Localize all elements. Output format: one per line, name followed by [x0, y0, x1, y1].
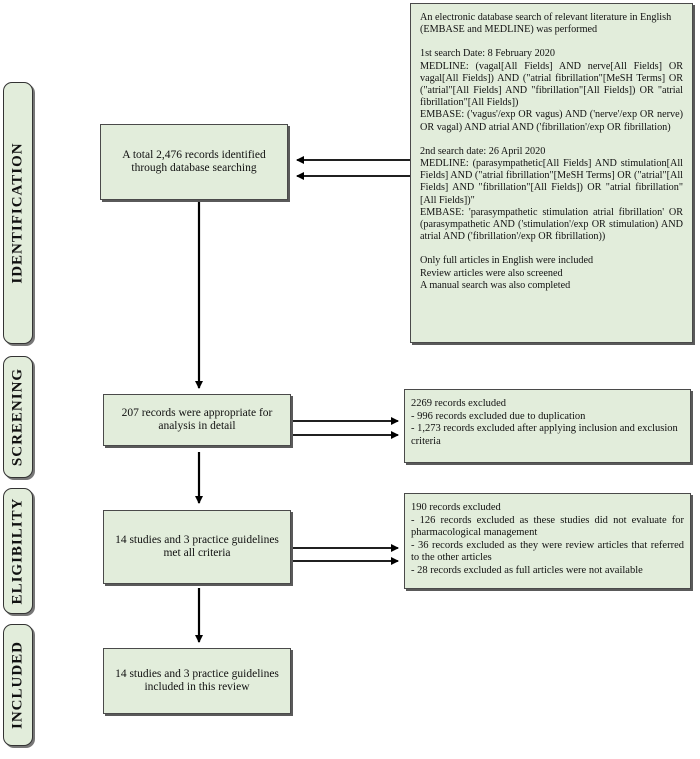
box-eligible: 14 studies and 3 practice guidelines met… [103, 510, 291, 584]
records-screened-text: 207 records were appropriate for analysi… [121, 407, 273, 432]
search-note: A manual search was also completed [420, 279, 571, 291]
stage-eligibility: ELIGIBILITY [3, 488, 33, 614]
excluded-eligibility-title: 190 records excluded [411, 502, 501, 513]
records-identified-text: A total 2,476 records identified through… [122, 149, 266, 174]
box-included: 14 studies and 3 practice guidelines inc… [103, 648, 291, 714]
excluded-eligibility-item: - 28 records excluded as full articles w… [411, 564, 643, 576]
search-embase-2: EMBASE: 'parasympathetic stimulation atr… [420, 206, 683, 243]
search-medline-2: MEDLINE: (parasympathetic[All Fields] AN… [420, 158, 684, 206]
eligible-text: 14 studies and 3 practice guidelines met… [115, 534, 279, 559]
search-note: Review articles were also screened [420, 267, 563, 279]
box-excluded-screening: 2269 records excluded - 996 records excl… [404, 389, 691, 463]
box-search-strategy: An electronic database search of relevan… [410, 3, 693, 343]
search-intro: An electronic database search of relevan… [420, 12, 672, 36]
excluded-eligibility-item: - 126 records excluded as these studies … [411, 514, 684, 539]
excluded-screening-item: - 996 records excluded due to duplicatio… [411, 410, 586, 422]
search-date-1: 1st search Date: 8 February 2020 [420, 48, 555, 60]
excluded-screening-item: - 1,273 records excluded after applying … [411, 423, 678, 447]
box-records-identified: A total 2,476 records identified through… [100, 124, 288, 200]
excluded-screening-title: 2269 records excluded [411, 398, 507, 409]
search-embase-1: EMBASE: ('vagus'/exp OR vagus) AND ('ner… [420, 109, 683, 133]
stage-included: INCLUDED [3, 624, 33, 746]
stage-screening: SCREENING [3, 356, 33, 478]
included-text: 14 studies and 3 practice guidelines inc… [115, 668, 279, 693]
box-records-screened: 207 records were appropriate for analysi… [103, 394, 291, 446]
search-note: Only full articles in English were inclu… [420, 255, 594, 267]
search-medline-1: MEDLINE: (vagal[All Fields] AND nerve[Al… [420, 60, 683, 109]
box-excluded-eligibility: 190 records excluded - 126 records exclu… [404, 493, 691, 589]
stage-identification: IDENTIFICATION [3, 82, 33, 344]
search-date-2: 2nd search date: 26 April 2020 [420, 145, 546, 157]
excluded-eligibility-item: - 36 records excluded as they were revie… [411, 539, 684, 564]
